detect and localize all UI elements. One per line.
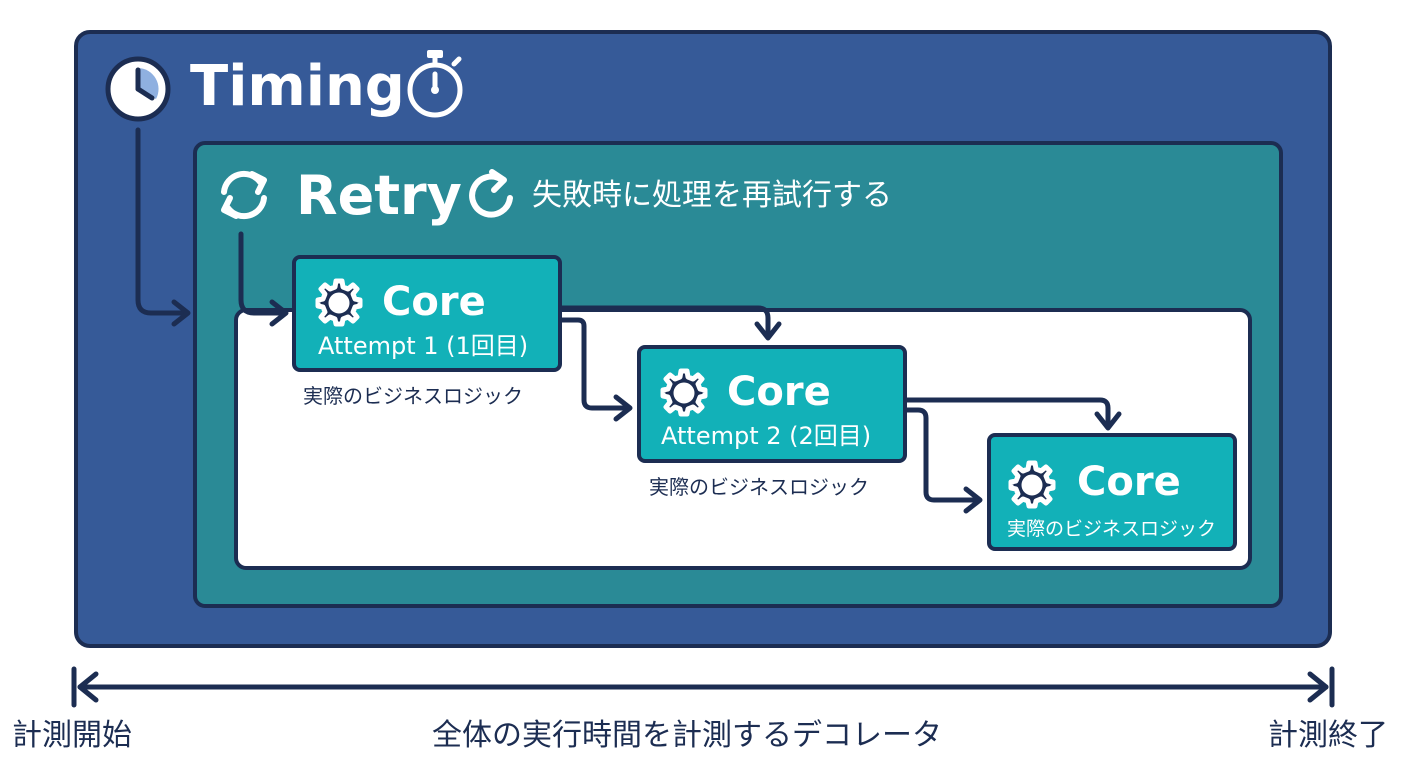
timeline-end-label: 計測終了 xyxy=(1268,718,1388,753)
timing-title: Timing xyxy=(190,54,405,119)
core-attempt-2: Core Attempt 2 (2回目) xyxy=(637,345,907,463)
core-note: 実際のビジネスロジック xyxy=(303,384,523,408)
gear-icon xyxy=(314,277,364,327)
core-title: Core xyxy=(1077,459,1181,505)
core-final: Core 実際のビジネスロジック xyxy=(987,433,1237,551)
attempt-label: Attempt 1 (1回目) xyxy=(318,332,529,360)
timeline-start-label: 計測開始 xyxy=(12,718,132,753)
core-attempt-1: Core Attempt 1 (1回目) xyxy=(292,255,562,372)
stopwatch-icon xyxy=(402,48,468,120)
core-note: 実際のビジネスロジック xyxy=(649,475,869,499)
core-note: 実際のビジネスロジック xyxy=(1007,518,1217,540)
gear-icon xyxy=(659,367,709,417)
refresh-icon xyxy=(466,166,518,222)
timeline-center-label: 全体の実行時間を計測するデコレータ xyxy=(432,718,942,753)
clock-icon xyxy=(104,55,172,123)
core-title: Core xyxy=(382,279,486,325)
retry-title: Retry xyxy=(296,164,462,227)
retry-description: 失敗時に処理を再試行する xyxy=(532,178,892,213)
attempt-label: Attempt 2 (2回目) xyxy=(661,422,872,450)
gear-icon xyxy=(1007,459,1057,509)
core-title: Core xyxy=(727,369,831,415)
sync-icon xyxy=(216,168,272,222)
